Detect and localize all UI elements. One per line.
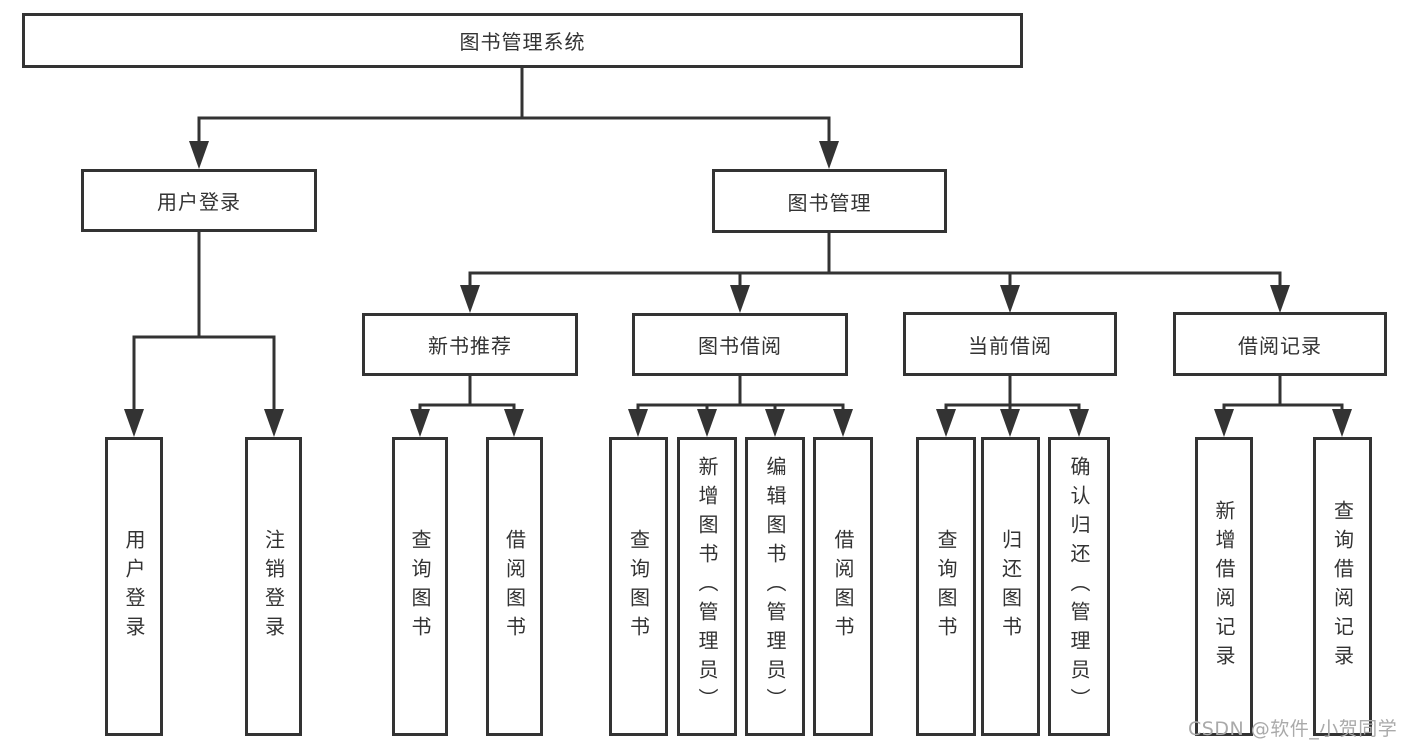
- leaf-user-login: 用户登录: [105, 437, 163, 736]
- leaf-query-books-current: 查询图书: [916, 437, 976, 736]
- leaf-borrow-books-recommend: 借阅图书: [486, 437, 543, 736]
- node-book-management: 图书管理: [712, 169, 947, 233]
- node-user-login: 用户登录: [81, 169, 317, 232]
- leaf-confirm-return-admin: 确认归还（管理员）: [1048, 437, 1110, 736]
- leaf-query-books-recommend: 查询图书: [392, 437, 448, 736]
- leaf-query-borrow-record: 查询借阅记录: [1313, 437, 1372, 736]
- watermark: CSDN @软件_小贺同学: [1188, 718, 1398, 740]
- node-current-borrowing: 当前借阅: [903, 312, 1117, 376]
- node-root: 图书管理系统: [22, 13, 1023, 68]
- node-new-book-recommend: 新书推荐: [362, 313, 578, 376]
- leaf-return-books: 归还图书: [981, 437, 1040, 736]
- node-book-borrowing: 图书借阅: [632, 313, 848, 376]
- leaf-edit-books-admin: 编辑图书（管理员）: [745, 437, 805, 736]
- leaf-add-borrow-record: 新增借阅记录: [1195, 437, 1253, 736]
- leaf-borrow-books-borrowing: 借阅图书: [813, 437, 873, 736]
- leaf-query-books-borrowing: 查询图书: [609, 437, 668, 736]
- leaf-add-books-admin: 新增图书（管理员）: [677, 437, 737, 736]
- node-borrow-records: 借阅记录: [1173, 312, 1387, 376]
- leaf-logout: 注销登录: [245, 437, 302, 736]
